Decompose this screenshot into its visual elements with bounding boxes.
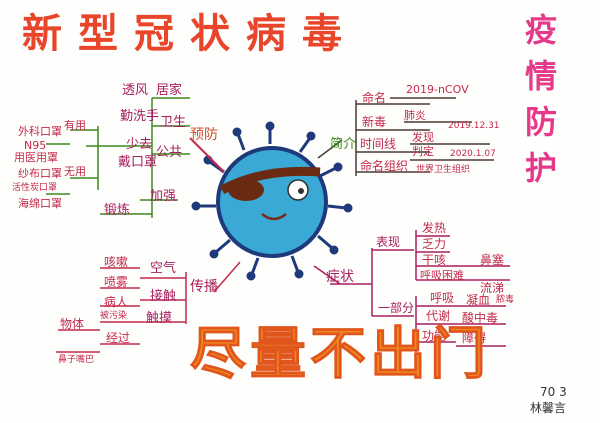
- intro-discover-date: 2019.12.31: [448, 122, 500, 131]
- prevention-ventilate: 透风: [122, 84, 148, 97]
- mask-sponge: 海绵口罩: [18, 198, 62, 209]
- side-title-char-4: 护: [525, 152, 557, 184]
- mask-n95: N95: [24, 140, 46, 151]
- prevention-public: 公共: [156, 146, 182, 159]
- prevention-less-out: 少去: [126, 138, 152, 151]
- intro-time: 时间线: [360, 138, 396, 150]
- symptom-fatigue: 乏力: [422, 238, 446, 250]
- intro-naming-org: 命名组织: [360, 160, 408, 172]
- transmission-contact: 接触: [150, 290, 176, 303]
- prevention-strengthen: 加强: [150, 190, 176, 203]
- transmission-contaminated: 被污染: [100, 312, 127, 321]
- eye-patch: [228, 179, 264, 201]
- prevention-wash-hands: 勤洗手: [120, 110, 159, 123]
- prevention-home: 居家: [156, 84, 182, 97]
- mask-useful: 有用: [64, 120, 86, 131]
- virus-body: [218, 148, 326, 256]
- transmission-air: 空气: [150, 262, 176, 275]
- transmission-hub: 传播: [190, 280, 218, 294]
- mask-useless: 无用: [64, 166, 86, 177]
- virus-pupil: [298, 188, 304, 194]
- symptoms-hub: 症状: [326, 270, 354, 284]
- side-title-char-3: 防: [525, 106, 557, 138]
- symptom-sepsis: 脓毒: [496, 296, 514, 305]
- symptom-nasal: 鼻塞: [480, 254, 504, 266]
- symptom-breathing: 呼吸: [430, 292, 454, 304]
- intro-new-label: 新毒: [362, 116, 386, 128]
- side-title-char-1: 疫: [525, 14, 557, 46]
- intro-name-value: 2019-nCOV: [406, 84, 469, 95]
- symptom-dry-cough: 干咳: [422, 254, 446, 266]
- intro-name: 命名: [362, 92, 386, 104]
- mask-medical: 用医用罩: [14, 152, 58, 163]
- prevention-hub: 预防: [190, 128, 218, 142]
- intro-hub: 简介: [330, 138, 356, 151]
- symptoms-rare: 一部分: [378, 302, 414, 314]
- intro-determine: 判定: [412, 146, 434, 157]
- signature-name: 林馨言: [530, 402, 566, 414]
- symptoms-manifest: 表现: [376, 236, 400, 248]
- transmission-objects: 物体: [60, 318, 84, 330]
- symptom-breath: 呼吸困难: [420, 270, 464, 281]
- transmission-nose-mouth: 鼻子嘴巴: [58, 356, 94, 365]
- intro-determine-date: 2020.1.07: [450, 150, 496, 159]
- poster-title: 新型冠状病毒: [22, 14, 358, 54]
- transmission-cough-sneeze: 咳嗽: [104, 256, 128, 268]
- intro-pneumonia: 肺炎: [404, 110, 426, 121]
- transmission-sick: 病人: [104, 296, 128, 308]
- mask-cotton: 纱布口罩: [18, 168, 62, 179]
- mask-surgical: 外科口罩: [18, 126, 62, 137]
- prevention-hygiene: 卫生: [160, 116, 186, 129]
- transmission-touch: 触摸: [146, 312, 172, 325]
- signature-class: 70 3: [540, 386, 567, 398]
- symptom-metabolic: 代谢: [426, 310, 450, 322]
- symptom-coag: 凝血: [466, 294, 490, 306]
- symptom-fever: 发热: [422, 222, 446, 234]
- side-title-char-2: 情: [525, 60, 557, 92]
- intro-who: 世界卫生组织: [416, 166, 470, 175]
- prevention-exercise: 锻炼: [104, 204, 130, 217]
- intro-discover: 发现: [412, 132, 434, 143]
- slogan: 尽量不出门: [190, 327, 490, 383]
- transmission-spray: 喷雾: [104, 276, 128, 288]
- virus-eye: [288, 180, 308, 200]
- mask-activated: 活性炭口罩: [12, 184, 57, 193]
- transmission-through: 经过: [106, 332, 130, 344]
- prevention-wear-mask: 戴口罩: [118, 156, 157, 169]
